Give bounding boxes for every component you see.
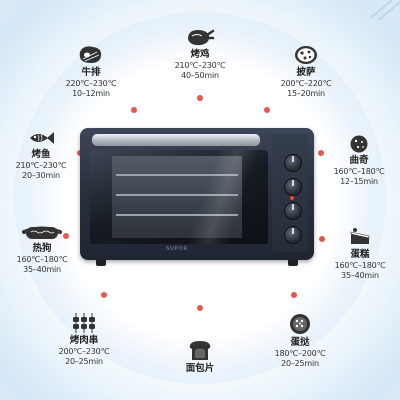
food-temperature: 210℃–230℃ — [15, 161, 67, 170]
roast-chicken-icon — [188, 29, 215, 46]
food-pizza: 披萨 200℃–220℃ 15–20min — [266, 44, 346, 99]
food-temperature: 160℃–180℃ — [334, 261, 386, 270]
cake-icon — [350, 228, 370, 244]
food-name: 热狗 — [32, 243, 52, 254]
food-temperature: 200℃–220℃ — [280, 79, 332, 88]
food-time: 12–15min — [340, 177, 378, 186]
food-kebab: 烤肉串 200℃–230℃ 20–25min — [48, 312, 120, 367]
food-cookie: 曲奇 160℃–180℃ 12–15min — [324, 134, 394, 187]
kebab-icon — [73, 313, 95, 333]
food-name: 牛排 — [81, 67, 101, 78]
oven-glass-window — [90, 150, 268, 244]
food-temperature: 210℃–230℃ — [174, 61, 226, 70]
food-name: 烤鱼 — [31, 149, 51, 160]
food-name: 蛋挞 — [290, 337, 310, 348]
food-time: 15–20min — [287, 89, 325, 98]
knob-icon — [284, 154, 302, 172]
food-cake: 蛋糕 160℃–180℃ 35–40min — [326, 226, 394, 281]
marker-dot — [319, 236, 325, 242]
knob-icon — [284, 226, 302, 244]
egg-tart-icon — [290, 314, 310, 334]
oven-rack — [116, 214, 238, 216]
knob-icon — [284, 178, 302, 196]
oven-door-handle — [92, 134, 260, 146]
marker-dot — [197, 95, 203, 101]
food-time: 10–12min — [72, 89, 110, 98]
food-time: 20–25min — [281, 359, 319, 368]
food-temperature: 220℃–230℃ — [65, 79, 117, 88]
food-hotdog: 热狗 160℃–180℃ 35–40min — [6, 222, 78, 275]
marker-dot — [63, 233, 69, 239]
oven-image: SUPOR — [80, 128, 314, 266]
oven-rack — [116, 174, 238, 176]
food-name: 烤肉串 — [69, 335, 99, 346]
marker-dot — [101, 292, 107, 298]
food-time: 20–25min — [65, 357, 103, 366]
oven-interior — [112, 156, 242, 238]
food-name: 曲奇 — [349, 155, 369, 166]
indicator-light-icon — [290, 196, 294, 200]
food-fish: 烤鱼 210℃–230℃ 20–30min — [6, 128, 76, 181]
marker-dot — [318, 150, 324, 156]
marker-dot — [131, 107, 137, 113]
knob-icon — [284, 202, 302, 220]
marker-dot — [291, 292, 297, 298]
food-temperature: 180℃–200℃ — [274, 349, 326, 358]
food-steak: 牛排 220℃–230℃ 10–12min — [54, 44, 128, 99]
food-roast-chicken: 烤鸡 210℃–230℃ 40–50min — [160, 26, 240, 81]
food-temperature: 160℃–180℃ — [333, 167, 385, 176]
food-temperature: 200℃–230℃ — [58, 347, 110, 356]
oven-rack — [116, 194, 238, 196]
oven-brand-label: SUPOR — [166, 246, 189, 252]
food-egg-tart: 蛋挞 180℃–200℃ 20–25min — [262, 312, 338, 369]
pizza-icon — [295, 46, 317, 64]
steak-icon — [79, 46, 102, 63]
marker-dot — [264, 107, 270, 113]
food-temperature: 160℃–180℃ — [16, 255, 68, 264]
oven-foot — [96, 260, 106, 266]
fish-icon — [30, 132, 54, 144]
cookie-icon — [350, 135, 368, 153]
bread-icon — [189, 341, 211, 360]
food-time: 35–40min — [341, 271, 379, 280]
food-name: 蛋糕 — [350, 249, 370, 260]
food-time: 35–40min — [23, 265, 61, 274]
food-name: 披萨 — [296, 67, 316, 78]
marker-dot — [197, 305, 203, 311]
food-time: 20–30min — [22, 171, 60, 180]
food-time: 40–50min — [181, 71, 219, 80]
decorative-lines-icon — [369, 0, 400, 21]
oven-foot — [288, 260, 298, 266]
food-bread: 面包片 — [170, 340, 230, 375]
food-name: 面包片 — [185, 363, 215, 374]
food-name: 烤鸡 — [190, 49, 210, 60]
hotdog-icon — [22, 226, 62, 239]
control-panel — [272, 134, 308, 252]
